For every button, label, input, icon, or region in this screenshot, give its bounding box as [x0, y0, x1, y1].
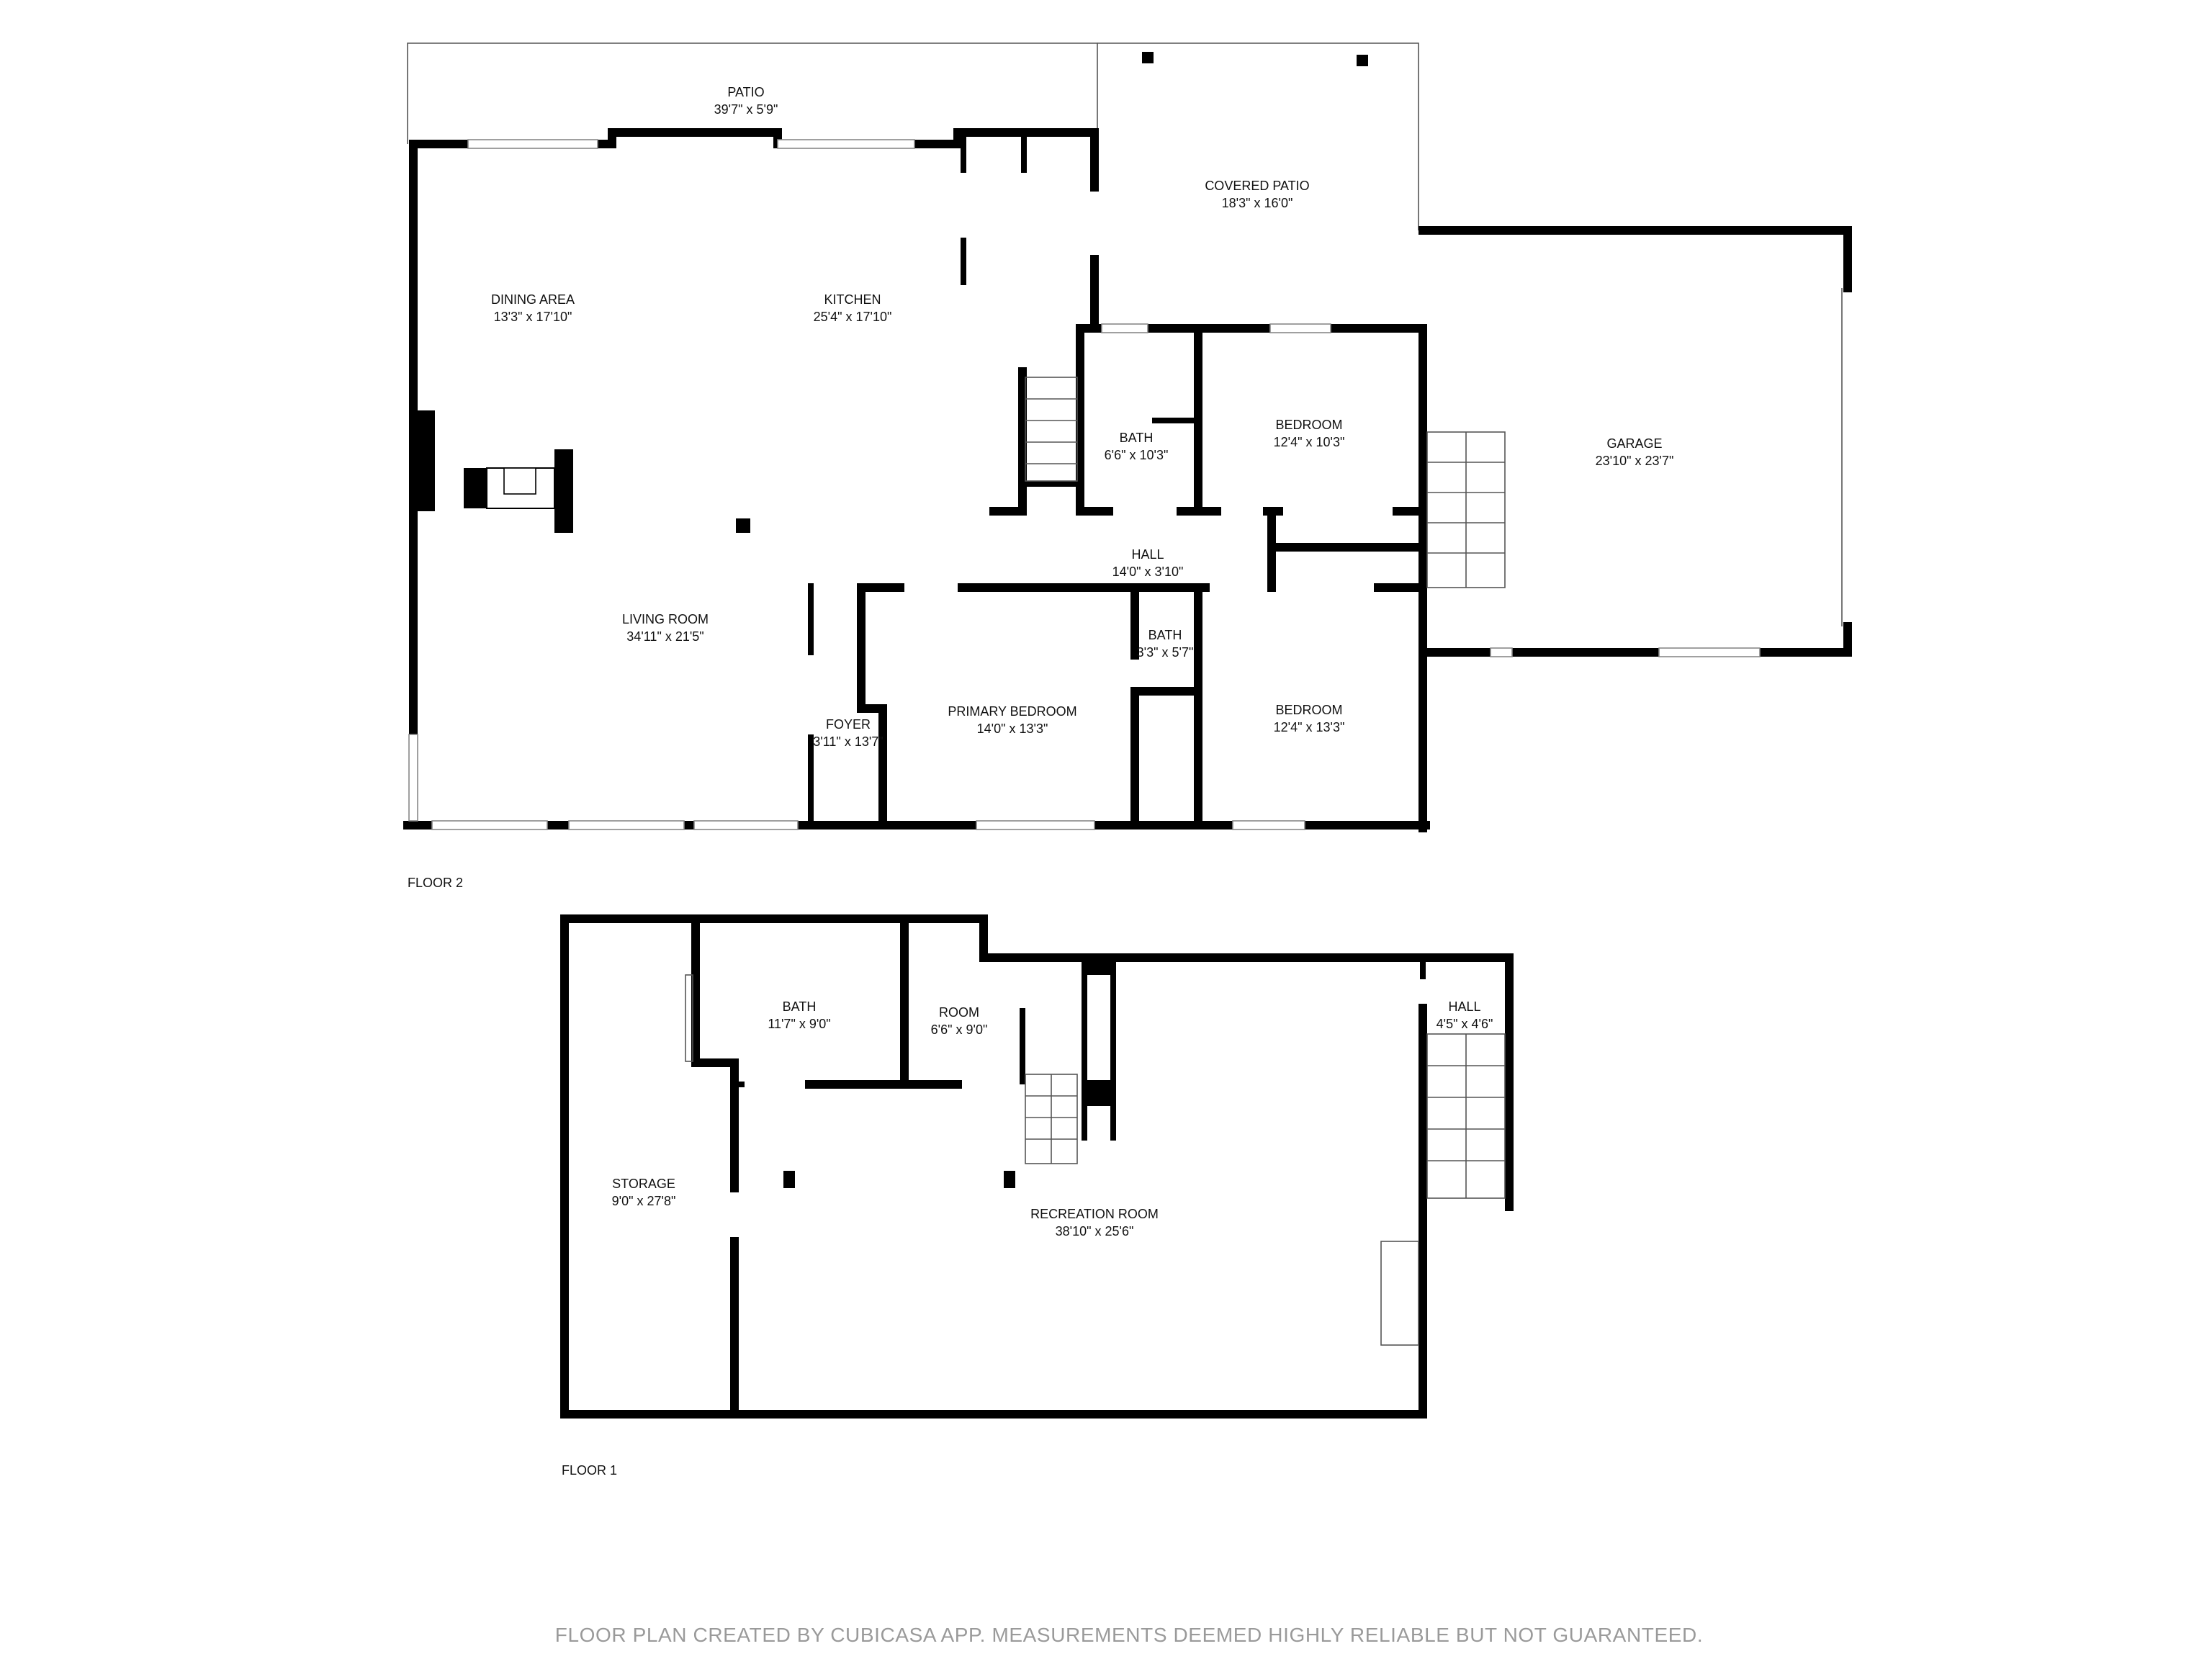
room-name: BATH — [783, 999, 817, 1014]
room-size: 14'0" x 3'10" — [1112, 565, 1184, 579]
fireplace — [415, 52, 1368, 533]
room-name: KITCHEN — [824, 292, 881, 307]
room-size: 6'6" x 10'3" — [1105, 448, 1169, 462]
room-name: ROOM — [939, 1005, 979, 1020]
room-name: BATH — [1120, 431, 1154, 445]
room-name: STORAGE — [612, 1177, 675, 1191]
interior-walls — [808, 137, 1427, 830]
room-name: PATIO — [727, 85, 764, 99]
stairs-kitchen — [1025, 377, 1078, 482]
disclaimer-footer: FLOOR PLAN CREATED BY CUBICASA APP. MEAS… — [555, 1624, 1703, 1646]
room-name: BATH — [1148, 628, 1182, 642]
room-name: COVERED PATIO — [1205, 179, 1309, 193]
room-size: 38'10" x 25'6" — [1056, 1224, 1134, 1238]
room-labels-floor-1: BATH 11'7" x 9'0" ROOM 6'6" x 9'0" HALL … — [612, 999, 1493, 1238]
room-name: RECREATION ROOM — [1030, 1207, 1159, 1221]
room-name: PRIMARY BEDROOM — [948, 704, 1076, 719]
patio-outlines — [407, 42, 1419, 230]
room-name: BEDROOM — [1275, 703, 1342, 717]
floor-2-label: FLOOR 2 — [408, 876, 463, 890]
floor-1-plan: BATH 11'7" x 9'0" ROOM 6'6" x 9'0" HALL … — [560, 914, 1514, 1478]
exterior-walls-floor-1 — [560, 914, 1514, 1419]
room-name: DINING AREA — [491, 292, 575, 307]
room-name: HALL — [1448, 999, 1480, 1014]
room-size: 25'4" x 17'10" — [814, 310, 892, 324]
interior-walls-floor-1 — [685, 917, 1116, 1419]
room-size: 12'4" x 10'3" — [1274, 435, 1345, 449]
room-size: 13'3" x 17'10" — [494, 310, 572, 324]
room-size: 11'7" x 9'0" — [768, 1017, 830, 1031]
room-size: 6'6" x 9'0" — [931, 1022, 988, 1037]
floor-1-label: FLOOR 1 — [562, 1463, 617, 1478]
stairs-garage — [1426, 431, 1506, 588]
room-size: 14'0" x 13'3" — [977, 721, 1048, 736]
exterior-walls — [403, 128, 1852, 832]
room-size: 3'11" x 13'7" — [813, 734, 883, 749]
room-size: 34'11" x 21'5" — [626, 629, 703, 644]
fireplace-floor-1 — [1380, 1241, 1419, 1346]
room-name: HALL — [1131, 547, 1164, 562]
room-name: LIVING ROOM — [622, 612, 709, 626]
floor-2-plan: PATIO 39'7" x 5'9" COVERED PATIO 18'3" x… — [403, 42, 1852, 890]
room-size: 39'7" x 5'9" — [714, 102, 778, 117]
room-size: 9'0" x 27'8" — [612, 1194, 676, 1208]
room-size: 23'10" x 23'7" — [1596, 454, 1674, 468]
room-size: 4'5" x 4'6" — [1437, 1017, 1493, 1031]
room-size: 3'3" x 5'7" — [1137, 645, 1194, 660]
room-name: BEDROOM — [1275, 418, 1342, 432]
room-labels-floor-2: PATIO 39'7" x 5'9" COVERED PATIO 18'3" x… — [491, 85, 1673, 749]
room-name: GARAGE — [1606, 436, 1662, 451]
stairs-floor-1 — [1025, 1033, 1506, 1346]
room-size: 12'4" x 13'3" — [1274, 720, 1345, 734]
room-name: FOYER — [826, 717, 871, 732]
windows — [408, 139, 1761, 830]
room-size: 18'3" x 16'0" — [1222, 196, 1293, 210]
